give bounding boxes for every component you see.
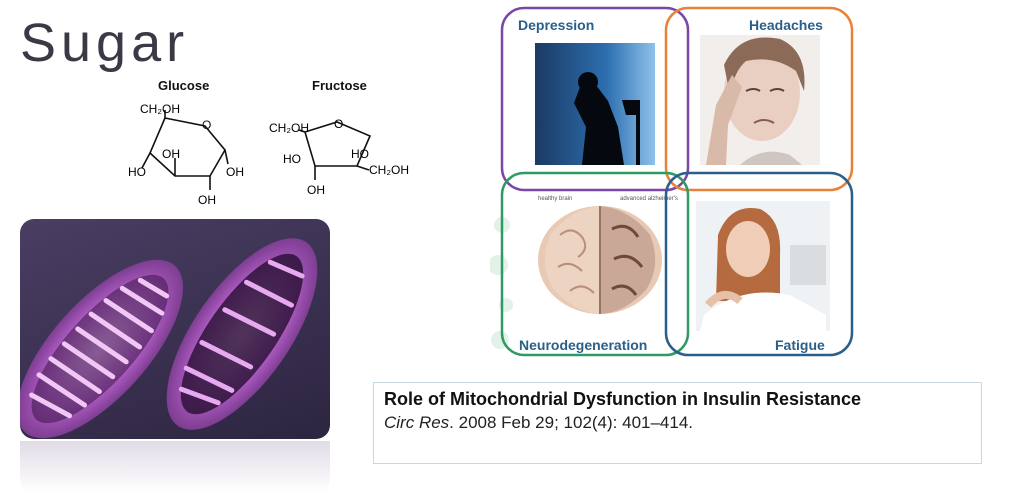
glucose-oh-top: OH bbox=[162, 147, 180, 161]
citation-title: Role of Mitochondrial Dysfunction in Ins… bbox=[384, 389, 862, 409]
citation-journal: Circ Res bbox=[384, 413, 450, 432]
glucose-ring-o: O bbox=[202, 118, 211, 132]
neurodegeneration-frame bbox=[500, 171, 690, 357]
glucose-ho-left: HO bbox=[128, 165, 146, 179]
fructose-label: Fructose bbox=[312, 78, 367, 93]
headaches-photo bbox=[700, 35, 820, 165]
neurodegeneration-label: Neurodegeneration bbox=[519, 337, 647, 353]
fructose-ring-o: O bbox=[334, 117, 343, 131]
mitochondria-image bbox=[20, 219, 330, 439]
depression-frame bbox=[500, 6, 690, 192]
mitochondria-reflection bbox=[20, 441, 330, 493]
glucose-oh-right: OH bbox=[226, 165, 244, 179]
headaches-label: Headaches bbox=[749, 17, 823, 33]
fatigue-frame bbox=[664, 171, 854, 357]
citation-details: . 2008 Feb 29; 102(4): 401–414. bbox=[449, 413, 694, 432]
glucose-label: Glucose bbox=[158, 78, 210, 93]
fructose-ho-right: HO bbox=[351, 147, 369, 161]
headaches-frame bbox=[664, 6, 854, 192]
brain-photo: healthy brain advanced alzheimer's bbox=[538, 196, 678, 314]
fructose-ch2oh-right: CH₂OH bbox=[369, 163, 409, 177]
depression-label: Depression bbox=[518, 17, 594, 33]
glucose-ch2oh: CH₂OH bbox=[140, 102, 180, 116]
symptoms-diagram: healthy brain advanced alzheimer's Depre… bbox=[490, 6, 854, 357]
fructose-structure: CH₂OH O HO HO CH₂OH OH bbox=[269, 117, 409, 197]
citation-reference: Circ Res. 2008 Feb 29; 102(4): 401–414. bbox=[384, 413, 971, 433]
brain-right-caption: advanced alzheimer's bbox=[620, 196, 678, 202]
brain-left-caption: healthy brain bbox=[538, 196, 572, 202]
glucose-structure: CH₂OH O OH HO OH OH bbox=[128, 102, 244, 207]
depression-photo bbox=[535, 43, 655, 165]
fatigue-photo bbox=[696, 201, 830, 331]
citation-box: Role of Mitochondrial Dysfunction in Ins… bbox=[373, 382, 982, 464]
fatigue-label: Fatigue bbox=[775, 337, 825, 353]
glucose-oh-bottom: OH bbox=[198, 193, 216, 207]
fructose-ch2oh-left: CH₂OH bbox=[269, 121, 309, 135]
fructose-oh-bottom: OH bbox=[307, 183, 325, 197]
fructose-ho-left: HO bbox=[283, 152, 301, 166]
page-title: Sugar bbox=[20, 13, 190, 73]
